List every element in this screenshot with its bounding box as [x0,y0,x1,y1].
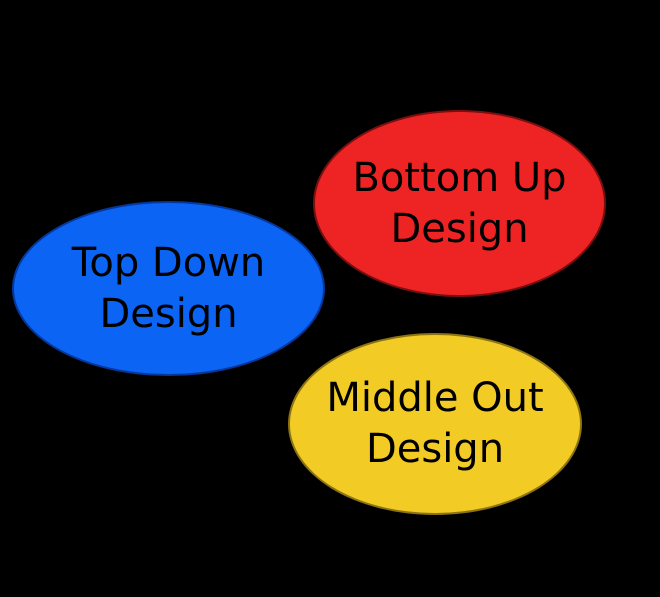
middle-out-design-label: Middle Out Design [326,373,543,475]
top-down-design-label: Top Down Design [72,238,266,340]
top-down-design-label-line-1: Top Down [71,239,266,286]
bottom-up-design-label: Bottom Up Design [352,153,566,255]
bottom-up-design-label-line-1: Bottom Up [352,154,567,201]
middle-out-design-label-line-2: Design [365,426,505,472]
ellipse-bottom-up-design: Bottom Up Design [313,110,606,297]
top-down-design-label-line-2: Design [99,290,238,337]
middle-out-design-label-line-1: Middle Out [326,375,544,421]
ellipse-middle-out-design: Middle Out Design [288,333,582,515]
ellipse-top-down-design: Top Down Design [12,201,325,376]
bottom-up-design-label-line-2: Design [390,205,529,252]
